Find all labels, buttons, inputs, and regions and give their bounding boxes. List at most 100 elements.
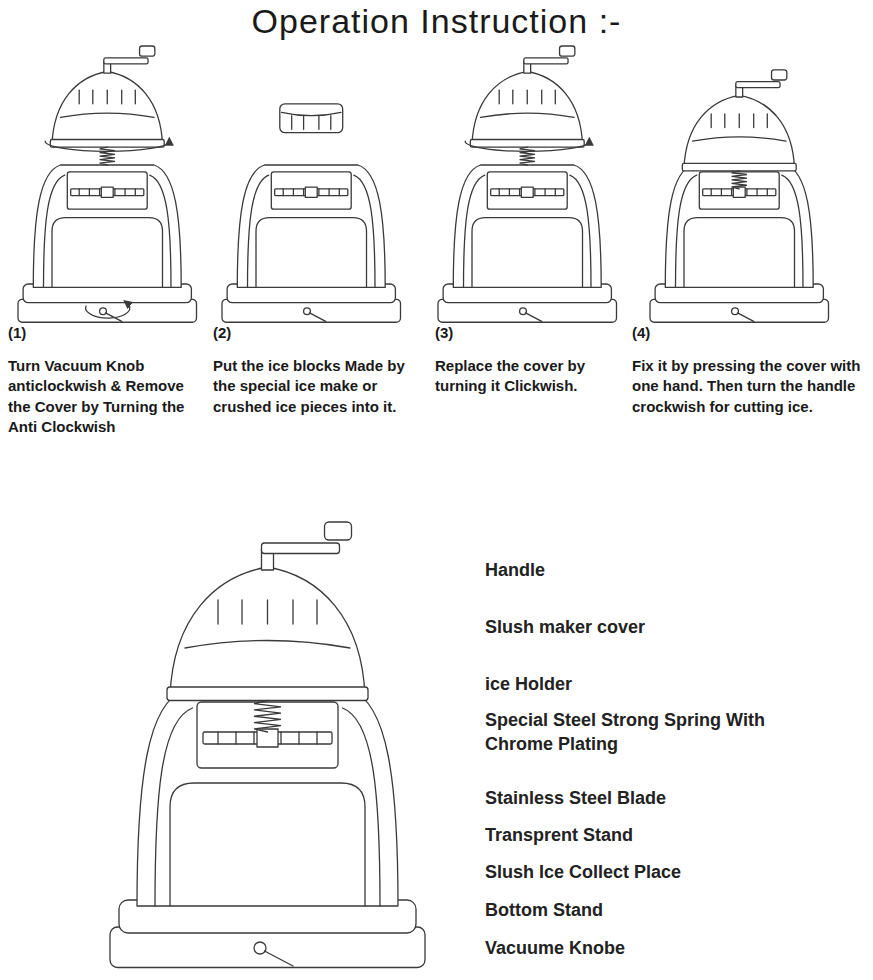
ice-block-edge	[282, 112, 342, 115]
label-holder: (3)	[435, 324, 495, 341]
blade-tooth	[283, 189, 284, 196]
transparent-stand	[665, 165, 813, 287]
handle-knob	[560, 46, 575, 56]
label-holder: Special Steel Strong Spring With Chrome …	[485, 708, 785, 757]
stand-edge	[343, 708, 381, 906]
cover-slit	[316, 600, 317, 624]
cover-ring	[50, 140, 164, 148]
blade-tooth	[721, 189, 722, 196]
handle-arm	[104, 58, 148, 64]
slush-maker	[438, 46, 617, 322]
cover-slit	[739, 114, 740, 128]
spring-symbol	[254, 701, 281, 733]
blade-tooth	[298, 732, 299, 744]
cover-dome	[170, 567, 365, 696]
cover-slit	[711, 114, 712, 128]
blade-tooth	[746, 189, 747, 196]
collect-opening	[472, 218, 583, 288]
rotation-arrow	[465, 141, 589, 151]
step-instruction: Turn Vacuum Knob anticlockwish & Remove …	[8, 356, 206, 437]
ice-holder	[699, 172, 779, 209]
cover-band	[693, 137, 787, 141]
blade-hub	[521, 187, 533, 197]
cover-slit	[541, 90, 542, 104]
label-holder: Replace the cover by turning it Clickwis…	[435, 356, 625, 397]
cover-slit	[135, 90, 136, 104]
label-holder: Turn Vacuum Knob anticlockwish & Remove …	[8, 356, 206, 437]
stand-edge	[676, 175, 697, 287]
label-holder: (1)	[8, 324, 68, 341]
cover-ring	[682, 163, 796, 171]
part-label: ice Holder	[485, 672, 815, 696]
cover-slit	[527, 90, 528, 104]
label-holder: ice Holder	[485, 672, 815, 696]
ice-holder	[67, 172, 147, 209]
blade-tooth	[499, 189, 500, 196]
label-holder: Slush Ice Collect Place	[485, 860, 815, 884]
label-holder: Handle	[485, 558, 815, 582]
blade-tooth	[534, 189, 535, 196]
cover-slit	[292, 600, 293, 624]
stand-edge	[44, 175, 65, 287]
part-label: Slush maker cover	[485, 615, 815, 639]
cover-slit	[767, 114, 768, 128]
label-holder: (2)	[213, 324, 273, 341]
part-label: Slush Ice Collect Place	[485, 860, 815, 884]
blade-tooth	[555, 189, 556, 196]
blade-tooth	[235, 732, 236, 744]
cover-slit	[217, 600, 218, 624]
vacuum-lever	[738, 313, 754, 322]
cover-slit	[555, 90, 556, 104]
cover-slit	[121, 90, 122, 104]
cover-ring	[470, 140, 584, 148]
blade-tooth	[135, 189, 136, 196]
label-holder: Bottom Stand	[485, 898, 815, 922]
blade-tooth	[217, 732, 218, 744]
collect-opening	[684, 218, 795, 288]
step-instruction: Put the ice blocks Made by the special i…	[213, 356, 418, 417]
handle-knob	[140, 46, 155, 56]
page-title: Operation Instruction :-	[0, 2, 873, 41]
stand-edge	[782, 175, 803, 287]
stand-edge	[464, 175, 485, 287]
slush-maker	[650, 70, 829, 322]
blade-tooth	[89, 189, 90, 196]
blade-tooth	[731, 189, 732, 196]
ice-holder	[487, 172, 567, 209]
ice-block	[280, 104, 343, 133]
blade-tooth	[114, 189, 115, 196]
cover-band	[61, 113, 155, 117]
blade-tooth	[711, 189, 712, 196]
handle-arm	[262, 543, 340, 554]
cover-slit	[92, 90, 93, 104]
part-label: Handle	[485, 558, 815, 582]
stand-edge	[155, 708, 193, 906]
step-number: (1)	[8, 324, 68, 341]
part-label: Transprent Stand	[485, 823, 815, 847]
cover-slit	[499, 90, 500, 104]
slush-maker-cover	[465, 46, 589, 165]
cover-band	[481, 113, 575, 117]
label-holder: Fix it by pressing the cover with one ha…	[632, 356, 868, 417]
transparent-stand	[237, 165, 385, 287]
handle-knob	[772, 70, 787, 80]
step-number: (2)	[213, 324, 273, 341]
slush-maker-cover	[682, 70, 796, 189]
label-holder: Vacuume Knobe	[485, 936, 815, 960]
part-label: Bottom Stand	[485, 898, 815, 922]
slush-maker-cover	[167, 522, 368, 732]
cover-slit	[107, 90, 108, 104]
handle-knob	[325, 522, 352, 540]
label-holder: (4)	[632, 324, 692, 341]
blade-tooth	[318, 189, 319, 196]
vacuum-lever	[526, 313, 542, 322]
blade-hub	[101, 187, 113, 197]
title-holder: Operation Instruction :-	[0, 2, 873, 41]
slush-maker	[18, 46, 197, 322]
ice-block-line	[291, 116, 292, 130]
ice-block-line	[303, 116, 304, 130]
vacuum-knob	[254, 942, 266, 954]
part-label: Vacuume Knobe	[485, 936, 815, 960]
stand-edge	[570, 175, 591, 287]
